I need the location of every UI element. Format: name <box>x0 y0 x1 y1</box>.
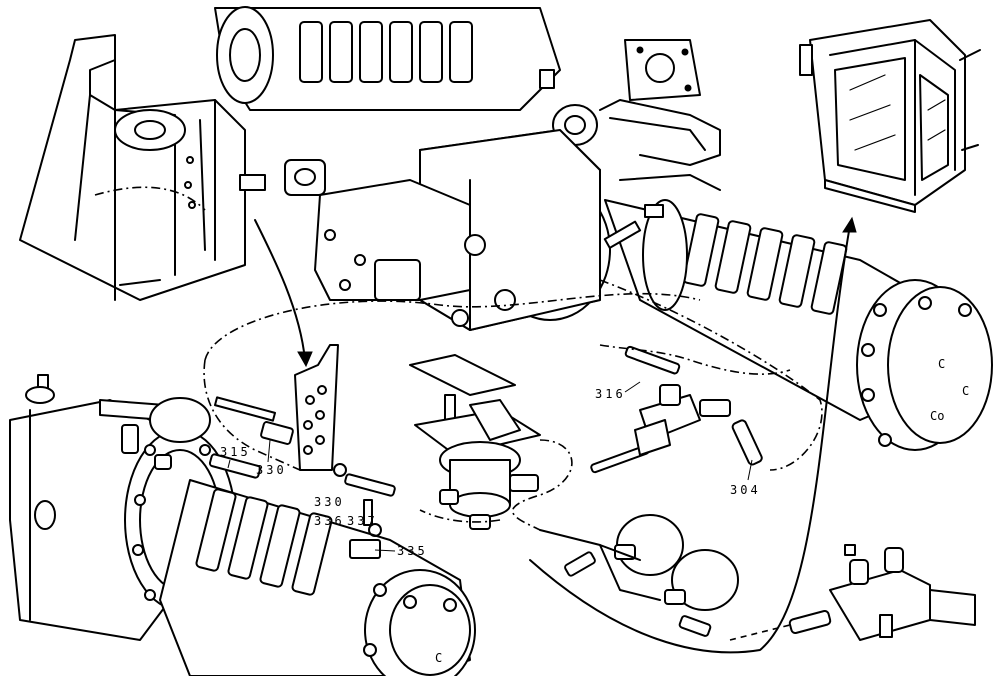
valve-manifold <box>590 345 763 474</box>
callout-316: 316 <box>595 387 626 401</box>
callout-337: 337 <box>347 514 378 528</box>
bracket-plate <box>294 344 339 471</box>
svg-text:C: C <box>962 384 969 398</box>
hydraulic-fitting-group <box>788 544 976 641</box>
callout-304: 304 <box>730 483 761 497</box>
brake-pedal-valve-icon <box>409 354 541 530</box>
svg-text:Co: Co <box>930 409 944 423</box>
callout-330-lower: 330 <box>314 495 345 509</box>
callout-315: 315 <box>220 445 251 459</box>
callout-335: 335 <box>397 544 428 558</box>
connection-arrows <box>254 216 857 654</box>
operator-cab-icon <box>799 19 981 213</box>
callout-330-upper: 330 <box>256 463 287 477</box>
callout-336: 336 <box>314 514 345 528</box>
svg-text:C: C <box>938 357 945 371</box>
front-axle-icon: C <box>9 374 476 676</box>
part-callouts: 315 330 330 336 337 335 316 304 <box>220 381 761 558</box>
fitting-parts <box>208 396 396 559</box>
brake-accumulator-icon <box>539 514 739 637</box>
rear-axle-icon: C C Co <box>214 6 993 451</box>
routing-lines <box>203 279 823 641</box>
svg-text:C: C <box>435 651 442 665</box>
frame-bracket-icon <box>19 34 266 301</box>
